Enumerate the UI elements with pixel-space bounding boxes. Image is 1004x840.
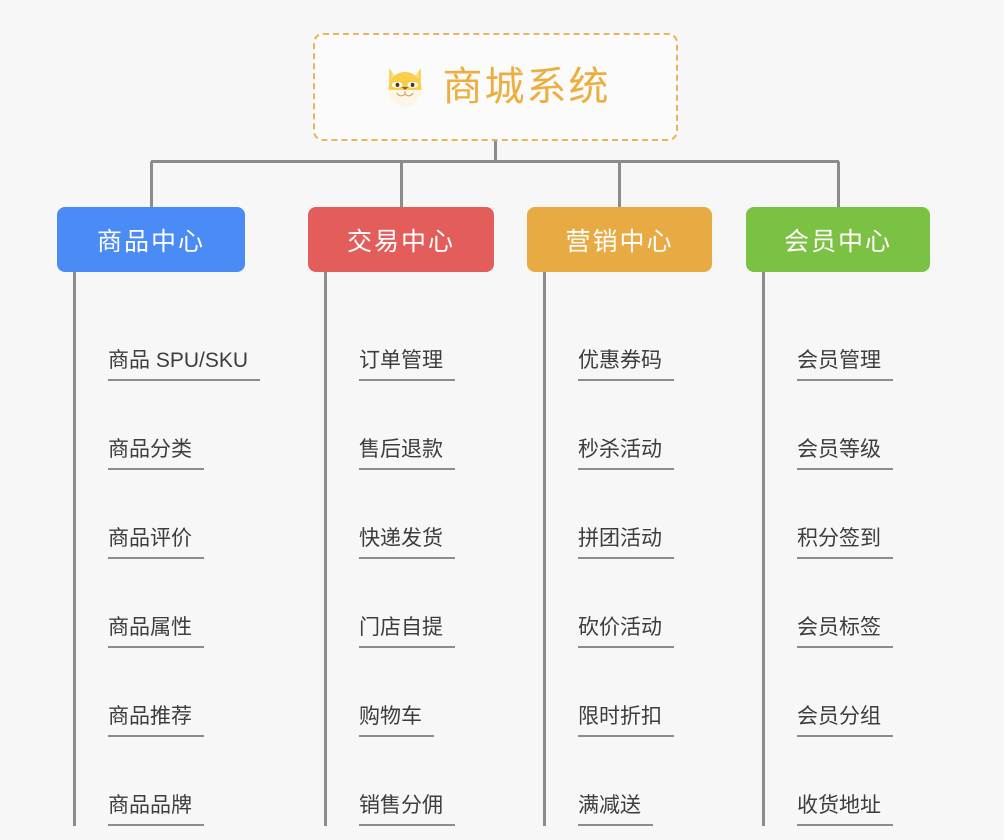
leaf-label: 快递发货 (359, 526, 455, 559)
list-item[interactable]: 会员等级 (765, 381, 930, 470)
list-item[interactable]: 满减送 (546, 737, 712, 826)
leaf-label: 销售分佣 (359, 793, 455, 826)
leaf-label: 订单管理 (359, 348, 455, 381)
list-item[interactable]: 订单管理 (327, 292, 494, 381)
leaf-label: 会员管理 (797, 348, 893, 381)
list-item[interactable]: 秒杀活动 (546, 381, 712, 470)
branch-header-1[interactable]: 交易中心 (308, 207, 494, 272)
list-item[interactable]: 拼团活动 (546, 470, 712, 559)
list-item[interactable]: 商品品牌 (76, 737, 245, 826)
leaf-label: 商品推荐 (108, 704, 204, 737)
leaf-list-3: 会员管理 会员等级 积分签到 会员标签 会员分组 收货地址 (762, 272, 930, 826)
list-item[interactable]: 门店自提 (327, 559, 494, 648)
leaf-label: 商品品牌 (108, 793, 204, 826)
leaf-label: 优惠券码 (578, 348, 674, 381)
list-item[interactable]: 售后退款 (327, 381, 494, 470)
list-item[interactable]: 商品 SPU/SKU (76, 292, 261, 381)
list-item[interactable]: 商品属性 (76, 559, 245, 648)
list-item[interactable]: 商品评价 (76, 470, 245, 559)
list-item[interactable]: 销售分佣 (327, 737, 494, 826)
leaf-label: 商品分类 (108, 437, 204, 470)
list-item[interactable]: 会员管理 (765, 292, 930, 381)
leaf-label: 积分签到 (797, 526, 893, 559)
list-item[interactable]: 收货地址 (765, 737, 930, 826)
list-item[interactable]: 限时折扣 (546, 648, 712, 737)
branch-header-2[interactable]: 营销中心 (527, 207, 712, 272)
leaf-label: 会员分组 (797, 704, 893, 737)
list-item[interactable]: 商品推荐 (76, 648, 245, 737)
list-item[interactable]: 快递发货 (327, 470, 494, 559)
leaf-label: 会员等级 (797, 437, 893, 470)
list-item[interactable]: 会员分组 (765, 648, 930, 737)
branch-header-label-1: 交易中心 (346, 227, 455, 256)
branch-header-label-0: 商品中心 (96, 227, 205, 256)
branch-header-3[interactable]: 会员中心 (746, 207, 930, 272)
list-item[interactable]: 积分签到 (765, 470, 930, 559)
leaf-list-1: 订单管理 售后退款 快递发货 门店自提 购物车 销售分佣 (324, 272, 494, 826)
leaf-label: 商品 SPU/SKU (108, 348, 261, 381)
branch-column-2: 营销中心 优惠券码 秒杀活动 拼团活动 砍价活动 限时折扣 满减送 (527, 207, 712, 826)
leaf-label: 商品属性 (108, 615, 204, 648)
list-item[interactable]: 优惠券码 (546, 292, 712, 381)
leaf-label: 门店自提 (359, 615, 455, 648)
root-title: 商城系统 (442, 65, 611, 109)
leaf-list-0: 商品 SPU/SKU 商品分类 商品评价 商品属性 商品推荐 商品品牌 (73, 272, 261, 826)
leaf-label: 砍价活动 (578, 615, 674, 648)
leaf-label: 拼团活动 (578, 526, 674, 559)
leaf-label: 会员标签 (797, 615, 893, 648)
root-node[interactable]: 商城系统 (313, 33, 678, 141)
leaf-label: 购物车 (359, 704, 434, 737)
leaf-list-2: 优惠券码 秒杀活动 拼团活动 砍价活动 限时折扣 满减送 (543, 272, 712, 826)
shiba-dog-face-icon (387, 68, 422, 107)
list-item[interactable]: 购物车 (327, 648, 494, 737)
branch-column-1: 交易中心 订单管理 售后退款 快递发货 门店自提 购物车 销售分佣 (308, 207, 494, 826)
leaf-label: 商品评价 (108, 526, 204, 559)
list-item[interactable]: 商品分类 (76, 381, 245, 470)
leaf-label: 收货地址 (797, 793, 893, 826)
leaf-label: 满减送 (578, 793, 653, 826)
leaf-label: 限时折扣 (578, 704, 674, 737)
branch-header-label-3: 会员中心 (783, 227, 892, 256)
branch-column-0: 商品中心 商品 SPU/SKU 商品分类 商品评价 商品属性 商品推荐 商品品牌 (57, 207, 261, 826)
list-item[interactable]: 会员标签 (765, 559, 930, 648)
branch-column-3: 会员中心 会员管理 会员等级 积分签到 会员标签 会员分组 收货地址 (746, 207, 930, 826)
list-item[interactable]: 砍价活动 (546, 559, 712, 648)
leaf-label: 售后退款 (359, 437, 455, 470)
branch-header-label-2: 营销中心 (565, 227, 674, 256)
leaf-label: 秒杀活动 (578, 437, 674, 470)
branch-header-0[interactable]: 商品中心 (57, 207, 245, 272)
